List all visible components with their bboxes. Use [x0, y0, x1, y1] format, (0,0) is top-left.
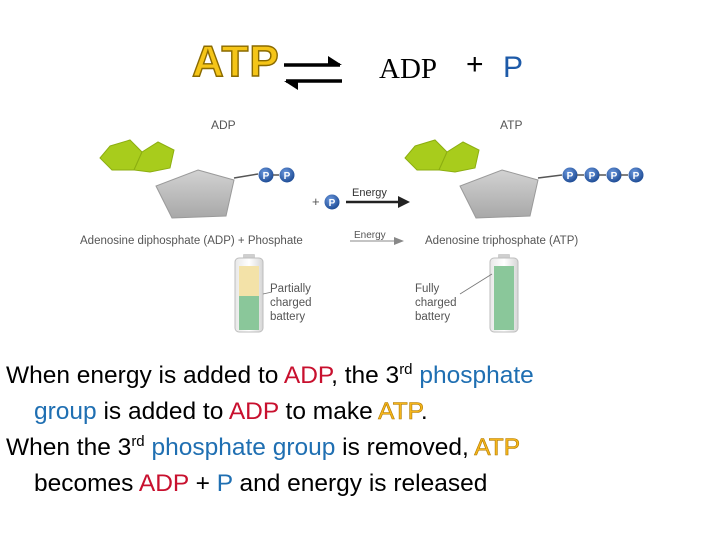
title-plus: +	[466, 48, 484, 81]
svg-text:P: P	[567, 171, 574, 182]
ribose-pentagon	[459, 169, 539, 219]
phosphate-circle	[279, 167, 295, 183]
title-adp: ADP	[379, 53, 438, 85]
full-battery-line1: Fully	[415, 283, 440, 295]
adp-molecule: P P	[99, 139, 295, 219]
phosphate-circle	[562, 167, 578, 183]
energy-label-top: Energy	[352, 187, 387, 199]
reversible-arrow-icon	[284, 56, 342, 90]
added-phosphate-circle	[324, 194, 340, 210]
full-battery	[459, 254, 519, 333]
partial-battery-line1: Partially	[270, 283, 311, 295]
adenine-ring	[133, 141, 175, 173]
caption-line-1: When energy is added to ADP, the 3rd pho…	[6, 360, 534, 389]
partial-battery-line2: charged	[270, 297, 312, 309]
full-battery-line2: charged	[415, 297, 457, 309]
atp-name-label: Adenosine triphosphate (ATP)	[425, 235, 578, 247]
partial-battery-line3: battery	[270, 311, 305, 323]
adenine-ring	[438, 141, 480, 173]
caption-line-4: becomes ADP + P and energy is released	[34, 470, 488, 497]
atp-molecule: P P P P	[404, 139, 644, 219]
ribose-pentagon	[155, 169, 235, 219]
caption-line-3: When the 3rd phosphate group is removed,…	[6, 432, 521, 462]
energy-label-bottom: Energy	[354, 230, 386, 241]
phosphate-circle	[628, 167, 644, 183]
svg-text:P: P	[263, 171, 270, 182]
full-battery-line3: battery	[415, 311, 450, 323]
phosphate-circle	[606, 167, 622, 183]
phosphate-circle	[584, 167, 600, 183]
atp-adp-diagram: ADP ATP P P + P Energy P P P P Aden	[80, 118, 644, 333]
plus-sign: +	[312, 194, 320, 209]
svg-text:P: P	[329, 198, 336, 209]
left-molecule-title: ADP	[211, 118, 236, 132]
right-molecule-title: ATP	[500, 118, 522, 132]
svg-text:P: P	[284, 171, 291, 182]
partial-battery	[234, 254, 273, 333]
svg-text:P: P	[633, 171, 640, 182]
caption-line-2: group is added to ADP to make ATP.	[34, 398, 428, 426]
svg-text:P: P	[589, 171, 596, 182]
title-atp: ATP	[191, 37, 280, 86]
title-phosphate: P	[503, 51, 524, 84]
svg-text:P: P	[611, 171, 618, 182]
phosphate-circle	[258, 167, 274, 183]
adp-name-label: Adenosine diphosphate (ADP) + Phosphate	[80, 235, 303, 247]
caption: When energy is added to ADP, the 3rd pho…	[6, 358, 718, 502]
